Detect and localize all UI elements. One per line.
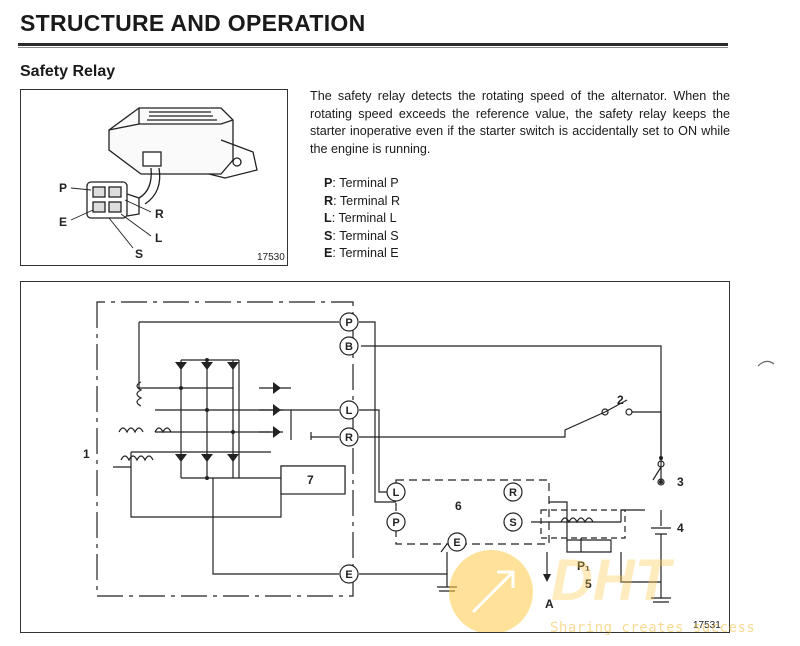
safety-relay-drawing: P E R L S 17530 (59, 107, 285, 263)
relay-terminal-e-label: E (453, 537, 460, 549)
label-5: 5 (585, 577, 592, 591)
relay-terminal-l-label: L (393, 487, 400, 499)
title-rule-secondary (18, 47, 728, 48)
terminal-e-label: E (345, 569, 352, 581)
safety-relay-figure: P E R L S 17530 (20, 89, 288, 266)
callout-l: L (155, 231, 162, 245)
relay-terminal-s-label: S (509, 517, 516, 529)
legend-row-l: L: Terminal L (324, 211, 397, 225)
terminal-legend: P: Terminal P R: Terminal R L: Terminal … (324, 175, 400, 263)
figure2-number: 17531 (693, 620, 721, 631)
callout-p: P (59, 181, 67, 195)
callout-r: R (155, 207, 164, 221)
callout-s: S (135, 247, 143, 261)
title-rule (18, 43, 728, 46)
callout-e: E (59, 215, 67, 229)
legend-row-p: P: Terminal P (324, 176, 399, 190)
label-1: 1 (83, 447, 90, 461)
page-title: STRUCTURE AND OPERATION (20, 10, 366, 36)
label-7: 7 (307, 473, 314, 487)
terminal-p-label: P (345, 317, 352, 329)
legend-row-s: S: Terminal S (324, 228, 399, 243)
section-heading: Safety Relay (20, 63, 116, 80)
watermark-logo: DHT (449, 548, 675, 634)
watermark-text: Sharing creates success (550, 620, 756, 636)
description-text: The safety relay detects the rotating sp… (310, 89, 730, 156)
circuit-diagram: P B L R E L R P S E 1 2 3 4 5 6 7 P₁ A 1… (20, 281, 730, 634)
label-2: 2 (617, 393, 624, 407)
circuit-svg: P B L R E L R P S E 1 2 3 4 5 6 7 P₁ A 1… (83, 301, 721, 634)
svg-text:DHT: DHT (551, 548, 675, 613)
terminal-r-label: R (345, 432, 353, 444)
label-6: 6 (455, 499, 462, 513)
label-p1: P₁ (577, 559, 590, 573)
relay-terminal-p-label: P (392, 517, 399, 529)
page-curl-mark (757, 360, 775, 367)
label-4: 4 (677, 521, 684, 535)
terminal-b-label: B (345, 341, 353, 353)
label-a: A (545, 597, 554, 611)
terminal-l-label: L (346, 405, 353, 417)
figure1-number: 17530 (257, 252, 285, 263)
legend-row-r: R: Terminal R (324, 193, 401, 208)
relay-terminal-r-label: R (509, 487, 517, 499)
label-3: 3 (677, 475, 684, 489)
legend-row-e: E: Terminal E (324, 246, 399, 260)
